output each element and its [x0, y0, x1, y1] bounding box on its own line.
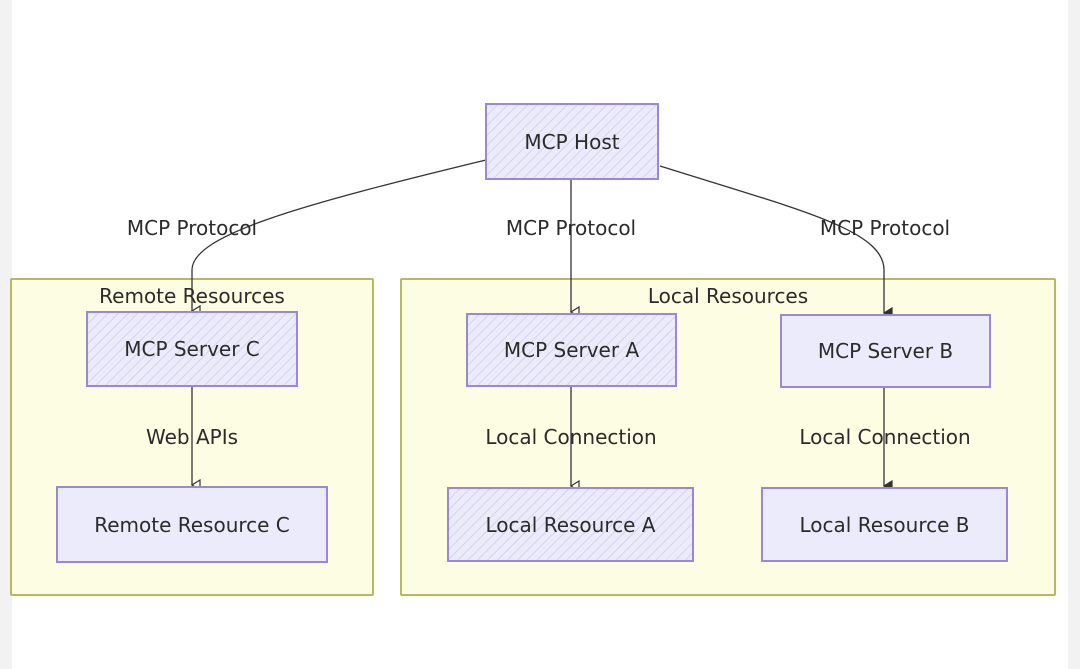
- remote-resource-c-node[interactable]: Remote Resource C: [56, 486, 328, 563]
- local-resources-title: Local Resources: [647, 284, 809, 308]
- edge-host-to-server-c: [192, 159, 487, 311]
- mcp-host-node[interactable]: MCP Host: [485, 103, 659, 180]
- mcp-server-c-node[interactable]: MCP Server C: [86, 311, 298, 387]
- edge-label-a-to-resource: Local Connection: [485, 425, 657, 449]
- edge-label-host-to-c: MCP Protocol: [126, 216, 258, 240]
- edge-label-host-to-a: MCP Protocol: [505, 216, 637, 240]
- local-resource-a-node[interactable]: Local Resource A: [447, 487, 694, 562]
- mcp-server-a-node[interactable]: MCP Server A: [466, 313, 677, 387]
- edge-label-c-to-resource: Web APIs: [145, 425, 239, 449]
- edge-label-host-to-b: MCP Protocol: [819, 216, 951, 240]
- local-resource-b-node[interactable]: Local Resource B: [761, 487, 1008, 562]
- mcp-server-b-node[interactable]: MCP Server B: [780, 314, 991, 388]
- left-margin-strip: [0, 0, 12, 669]
- edge-host-to-server-b: [659, 165, 884, 313]
- edge-label-b-to-resource: Local Connection: [799, 425, 971, 449]
- right-margin-strip: [1068, 0, 1080, 669]
